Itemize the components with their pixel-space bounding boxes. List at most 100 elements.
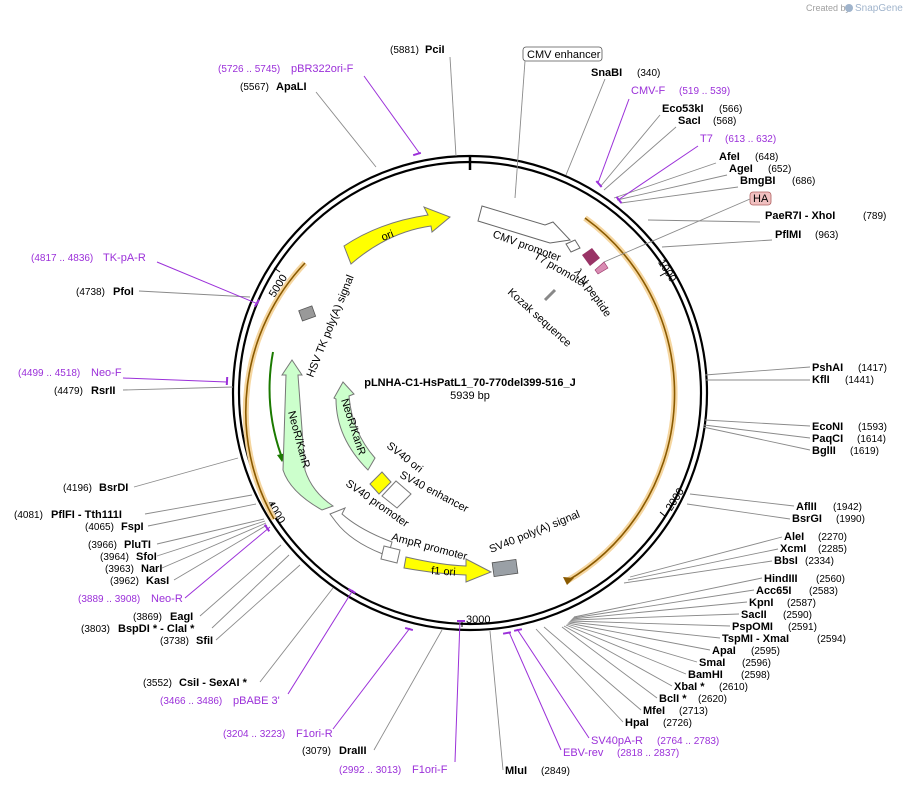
primer-label[interactable]: pBABE 3' (233, 695, 280, 707)
site-label[interactable]: ApaLI (276, 81, 307, 93)
site-leader-line (259, 587, 334, 683)
primer-label[interactable]: TK-pA-R (103, 252, 146, 264)
tick-3000: 3000 (466, 614, 490, 626)
primer-leader-line (508, 631, 562, 751)
site-label[interactable]: SnaBI (591, 67, 622, 79)
orf-arc-main-head (563, 577, 574, 585)
hsv-tk-polya-shape (298, 305, 317, 322)
site-label[interactable]: PflMI (775, 229, 801, 241)
orf-arc-main (566, 217, 676, 582)
site-label[interactable]: EcoNI (812, 421, 843, 433)
site-label[interactable]: BbsI (774, 555, 798, 567)
site-label[interactable]: BsrGI (792, 513, 822, 525)
site-label[interactable]: HpaI (625, 717, 649, 729)
site-pos: (4081) (14, 510, 43, 521)
site-label[interactable]: DraIII (339, 745, 367, 757)
site-label[interactable]: SacII (741, 609, 767, 621)
site-label[interactable]: BspDI * - ClaI * (118, 623, 195, 635)
site-label[interactable]: AleI (784, 531, 804, 543)
site-label[interactable]: CsiI - SexAI * (179, 677, 248, 689)
site-label[interactable]: FspI (121, 521, 144, 533)
site-pos: (3963) (105, 564, 134, 575)
primer-range: (4817 .. 4836) (31, 253, 93, 264)
site-label[interactable]: RsrII (91, 385, 115, 397)
site-pos: (2270) (818, 532, 847, 543)
site-label[interactable]: XbaI * (674, 681, 705, 693)
tick-1000: 1000 (655, 257, 678, 284)
site-label[interactable]: BglII (812, 445, 836, 457)
neo-arc-left (268, 351, 282, 456)
site-label[interactable]: BsrDI (99, 482, 128, 494)
primer-label[interactable]: CMV-F (631, 85, 666, 97)
site-pos: (2594) (817, 634, 846, 645)
primer-label[interactable]: EBV-rev (563, 747, 604, 759)
site-label[interactable]: AflII (796, 501, 817, 513)
site-pos: (652) (768, 164, 791, 175)
site-label[interactable]: PciI (425, 44, 445, 56)
site-pos: (789) (863, 211, 886, 222)
site-label[interactable]: AfeI (719, 151, 740, 163)
primer-label[interactable]: Neo-R (151, 593, 183, 605)
site-label[interactable]: Acc65I (756, 585, 791, 597)
site-label[interactable]: PaeR7I - XhoI (765, 210, 835, 222)
neor-outer-arrow (281, 359, 335, 511)
ha-tag-shape (594, 261, 609, 275)
site-pos: (686) (792, 176, 815, 187)
site-label[interactable]: PaqCI (812, 433, 843, 445)
site-label[interactable]: MfeI (643, 705, 665, 717)
site-label[interactable]: SmaI (699, 657, 725, 669)
site-label[interactable]: Eco53kI (662, 103, 704, 115)
site-label[interactable]: PshAI (812, 362, 843, 374)
site-label[interactable]: EagI (170, 611, 193, 623)
primer-label[interactable]: F1ori-R (296, 728, 333, 740)
site-label[interactable]: SfiI (196, 635, 213, 647)
t7-promoter-arrow (565, 239, 581, 253)
site-label[interactable]: HindIII (764, 573, 798, 585)
site-label[interactable]: BclI * (659, 693, 687, 705)
site-label[interactable]: BmgBI (740, 175, 775, 187)
site-leader-line (570, 613, 740, 621)
site-pos: (4196) (63, 483, 92, 494)
site-label[interactable]: AgeI (729, 163, 753, 175)
site-label[interactable]: KpnI (749, 597, 773, 609)
site-label[interactable]: SacI (678, 115, 701, 127)
site-label[interactable]: ApaI (712, 645, 736, 657)
primer-leader-line (332, 627, 411, 730)
site-label[interactable]: KflI (812, 374, 830, 386)
site-pos: (3738) (160, 636, 189, 647)
primer-label[interactable]: pBR322ori-F (291, 63, 354, 75)
site-label[interactable]: XcmI (780, 543, 806, 555)
site-label[interactable]: MluI (505, 765, 527, 777)
site-leader-line (623, 560, 773, 584)
site-pos: (2610) (719, 682, 748, 693)
primer-label[interactable]: T7 (700, 133, 713, 145)
primer-binding-mark (263, 524, 271, 532)
primer-binding-mark (348, 588, 356, 594)
site-label[interactable]: BamHI (688, 669, 723, 681)
site-label[interactable]: TspMI - XmaI (722, 633, 789, 645)
site-label[interactable]: PflFI - Tth111I (51, 509, 122, 521)
sv40-promoter-arrow (329, 507, 393, 557)
primer-range: (613 .. 632) (725, 134, 776, 145)
primer-leader-line (516, 628, 590, 739)
site-label[interactable]: SfoI (136, 551, 157, 563)
site-label[interactable]: PspOMI (732, 621, 773, 633)
site-label[interactable]: PluTI (124, 539, 151, 551)
site-label[interactable]: PfoI (113, 286, 134, 298)
site-leader-line (315, 91, 377, 168)
site-pos: (2596) (742, 658, 771, 669)
site-label[interactable]: NarI (141, 563, 162, 575)
primer-binding-mark (595, 180, 603, 188)
sv40-ori-shape (369, 471, 392, 495)
site-leader-line (689, 493, 795, 507)
site-leader-line (543, 626, 642, 711)
primer-label[interactable]: SV40pA-R (591, 735, 643, 747)
credit-brand: SnapGene (855, 3, 903, 14)
site-pos: (4479) (54, 386, 83, 397)
site-pos: (568) (713, 116, 736, 127)
primer-label[interactable]: F1ori-F (412, 764, 448, 776)
primer-label[interactable]: Neo-F (91, 367, 122, 379)
site-pos: (3552) (143, 678, 172, 689)
site-leader-line (211, 554, 290, 629)
site-label[interactable]: KasI (146, 575, 169, 587)
